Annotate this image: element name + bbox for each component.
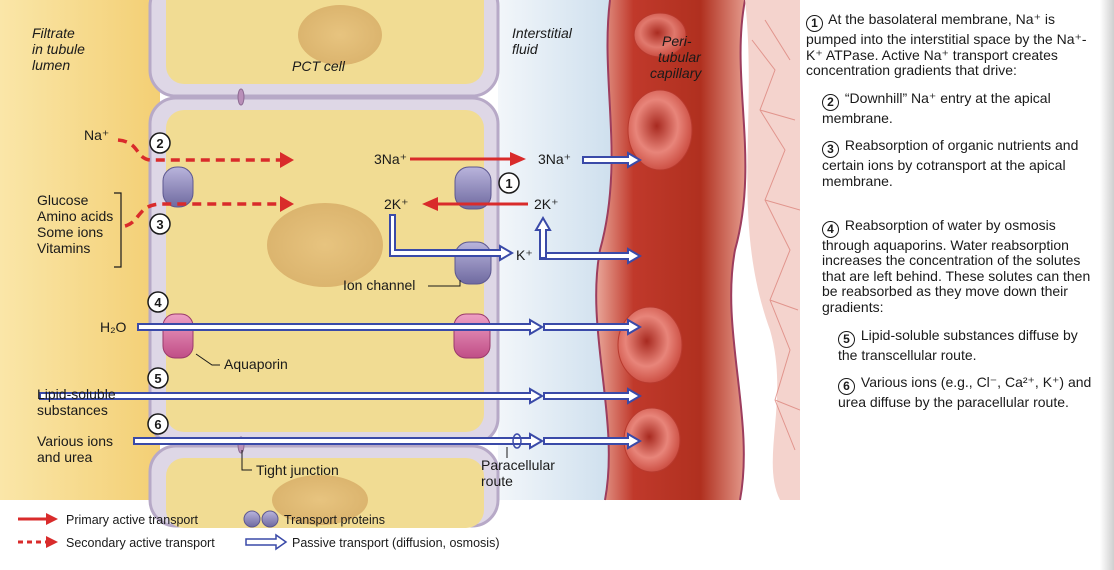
note-4-text: Reabsorption of water by osmosis through…: [822, 216, 1091, 315]
step-1-marker: [498, 172, 520, 194]
na-label: Na⁺: [84, 127, 109, 143]
step-6-marker: [147, 413, 169, 435]
tubule-lumen: [0, 0, 160, 500]
note-2: 2 “Downhill” Na⁺ entry at the apical mem…: [822, 89, 1098, 127]
apical-cotransporter: [162, 166, 194, 208]
passive-arrows: [39, 151, 642, 450]
ion-channel-label: Ion channel: [343, 277, 415, 293]
note-1-text: At the basolateral membrane, Na⁺ is pump…: [806, 11, 1087, 79]
interstitial-label-2: fluid: [512, 41, 539, 57]
legend-primary-label: Primary active transport: [66, 513, 199, 527]
two-k-right-label: 2K⁺: [534, 196, 559, 212]
pct-cell-label: PCT cell: [292, 58, 346, 74]
two-k-left-label: 2K⁺: [384, 196, 409, 212]
legend-passive-label: Passive transport (diffusion, osmosis): [292, 536, 500, 550]
note-6: 6 Various ions (e.g., Cl⁻, Ca²⁺, K⁺) and…: [838, 374, 1098, 411]
filtrate-label-3: lumen: [32, 57, 70, 73]
step-3-marker: [149, 213, 171, 235]
step-markers: [147, 132, 520, 435]
paracellular-label-2: route: [481, 473, 513, 489]
page-edge-shadow: [1100, 0, 1114, 570]
lipid-label-1: Lipid-soluble: [37, 386, 116, 402]
explanatory-notes: 1 At the basolateral membrane, Na⁺ is pu…: [806, 11, 1098, 411]
legend: Primary active transport Secondary activ…: [18, 510, 500, 551]
pct-cells: [148, 0, 500, 528]
tight-junction-label: Tight junction: [256, 462, 339, 478]
capillary-label-1: Peri-: [662, 33, 692, 49]
ions-urea-label-2: and urea: [37, 449, 92, 465]
note-5-marker: 5: [838, 330, 855, 348]
three-na-left-label: 3Na⁺: [374, 151, 407, 167]
capillary-label-2: tubular: [658, 49, 702, 65]
note-2-text: “Downhill” Na⁺ entry at the apical membr…: [822, 89, 1051, 126]
note-4-marker: 4: [822, 220, 839, 238]
aquaporin-label: Aquaporin: [224, 356, 288, 372]
ion-channel-protein: [454, 241, 492, 285]
note-3: 3 Reabsorption of organic nutrients and …: [822, 138, 1098, 189]
filtrate-label-2: in tubule: [32, 41, 85, 57]
solute-glucose: Glucose: [37, 192, 89, 208]
k-label: K⁺: [516, 247, 533, 263]
apical-aquaporin: [162, 313, 194, 359]
filtrate-label-1: Filtrate: [32, 25, 75, 41]
step-4-number: 4: [154, 295, 162, 310]
note-5-text: Lipid-soluble substances diffuse by the …: [838, 326, 1078, 363]
note-4: 4 Reabsorption of water by osmosis throu…: [822, 216, 1098, 316]
ions-urea-label-1: Various ions: [37, 433, 113, 449]
solute-amino-acids: Amino acids: [37, 208, 113, 224]
secondary-active-arrows: [117, 138, 280, 228]
cell-nucleus: [267, 203, 383, 287]
note-5: 5 Lipid-soluble substances diffuse by th…: [838, 326, 1098, 364]
interstitial-space: [498, 0, 610, 500]
legend-secondary-label: Secondary active transport: [66, 536, 215, 550]
step-2-number: 2: [156, 136, 163, 151]
basolateral-aquaporin: [453, 313, 491, 359]
legend-proteins-label: Transport proteins: [284, 513, 385, 527]
step-3-number: 3: [156, 217, 163, 232]
note-1-marker: 1: [806, 15, 823, 32]
step-5-marker: [147, 367, 169, 389]
step-2-marker: [149, 132, 171, 154]
step-6-number: 6: [154, 417, 161, 432]
paracellular-label-1: Paracellular: [481, 457, 555, 473]
na-k-atpase-pump: [454, 166, 492, 210]
note-3-text: Reabsorption of organic nutrients and ce…: [822, 137, 1079, 189]
note-3-marker: 3: [822, 141, 839, 159]
note-2-marker: 2: [822, 93, 839, 111]
capillary-label-3: capillary: [650, 65, 702, 81]
note-6-marker: 6: [838, 378, 855, 396]
step-5-number: 5: [154, 371, 161, 386]
solute-some-ions: Some ions: [37, 224, 103, 240]
primary-active-arrows: [410, 152, 528, 211]
interstitial-label-1: Interstitial: [512, 25, 573, 41]
note-1: 1 At the basolateral membrane, Na⁺ is pu…: [806, 11, 1098, 79]
h2o-label: H₂O: [100, 319, 127, 335]
solute-bracket: [114, 192, 122, 268]
three-na-right-label: 3Na⁺: [538, 151, 571, 167]
step-4-marker: [147, 291, 169, 313]
lipid-label-2: substances: [37, 402, 108, 418]
reabsorption-diagram: 1 2 3 4 5 6 Filtrate in tubule lumen PCT…: [0, 0, 800, 551]
note-6-text: Various ions (e.g., Cl⁻, Ca²⁺, K⁺) and u…: [838, 374, 1092, 411]
solute-vitamins: Vitamins: [37, 240, 90, 256]
step-1-number: 1: [505, 176, 512, 191]
